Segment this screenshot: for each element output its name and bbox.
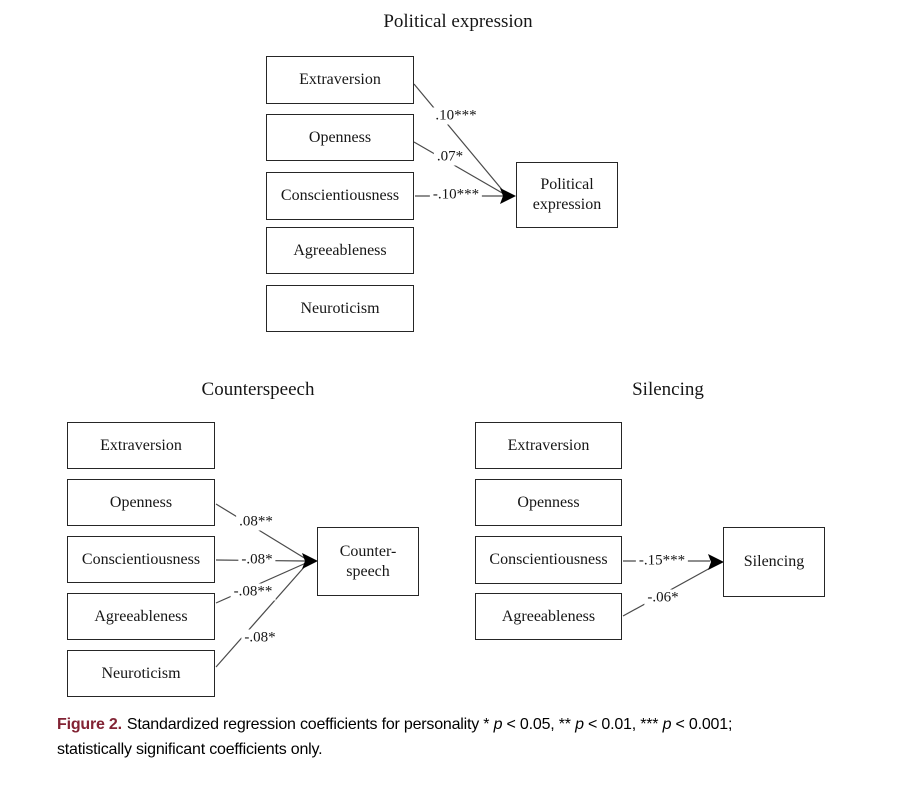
path-line-neuroticism [215, 564, 307, 668]
coefficient-label: .10*** [432, 107, 480, 125]
coefficient-label: .07* [433, 148, 467, 166]
caption-text: < 0.01, *** [583, 716, 663, 733]
diagram-title-silencing: Silencing [632, 379, 704, 400]
figure-caption-label: Figure 2. [57, 716, 122, 733]
predictor-box-conscientiousness: Conscientiousness [475, 536, 622, 584]
predictor-box-openness: Openness [67, 479, 215, 526]
caption-p-italic: p [575, 716, 584, 733]
path-line-openness [413, 141, 505, 195]
predictor-box-conscientiousness: Conscientiousness [266, 172, 414, 220]
predictor-box-agreeableness: Agreeableness [266, 227, 414, 274]
arrowhead-icon [302, 553, 318, 569]
caption-text: Standardized regression coefficients for… [126, 716, 494, 733]
outcome-box-silencing: Silencing [723, 527, 825, 597]
path-line-extraversion [413, 83, 505, 193]
caption-p-italic: p [662, 716, 672, 733]
coefficient-label: -.10*** [429, 186, 483, 204]
diagram-title-political-expression: Political expression [383, 11, 533, 32]
path-line-openness [215, 503, 307, 560]
predictor-box-conscientiousness: Conscientiousness [67, 536, 215, 583]
coefficient-label: -.06* [644, 589, 682, 607]
caption-text: statistically significant coefficients o… [57, 741, 323, 758]
predictor-box-neuroticism: Neuroticism [266, 285, 414, 332]
caption-text: < 0.001; [671, 716, 733, 733]
predictor-box-agreeableness: Agreeableness [475, 593, 622, 640]
caption-text: < 0.05, ** [502, 716, 576, 733]
outcome-box-political-expression: Political expression [516, 162, 618, 228]
caption-p-italic: p [493, 716, 503, 733]
figure-caption: Figure 2.Standardized regression coeffic… [57, 712, 869, 762]
arrowhead-icon [500, 188, 516, 204]
coefficient-label: -.15*** [635, 552, 689, 570]
coefficient-label: -.08** [230, 583, 276, 601]
arrowhead-icon [708, 554, 724, 570]
political-expression-arrows [413, 83, 505, 197]
predictor-box-openness: Openness [475, 479, 622, 526]
predictor-box-openness: Openness [266, 114, 414, 161]
outcome-box-counterspeech: Counter-speech [317, 527, 419, 596]
diagram-title-counterspeech: Counterspeech [201, 379, 315, 400]
predictor-box-extraversion: Extraversion [475, 422, 622, 469]
coefficient-label: -.08* [238, 551, 276, 569]
predictor-box-extraversion: Extraversion [266, 56, 414, 104]
predictor-box-extraversion: Extraversion [67, 422, 215, 469]
predictor-box-agreeableness: Agreeableness [67, 593, 215, 640]
coefficient-label: -.08* [241, 629, 279, 647]
predictor-box-neuroticism: Neuroticism [67, 650, 215, 697]
coefficient-label: .08** [236, 513, 276, 531]
